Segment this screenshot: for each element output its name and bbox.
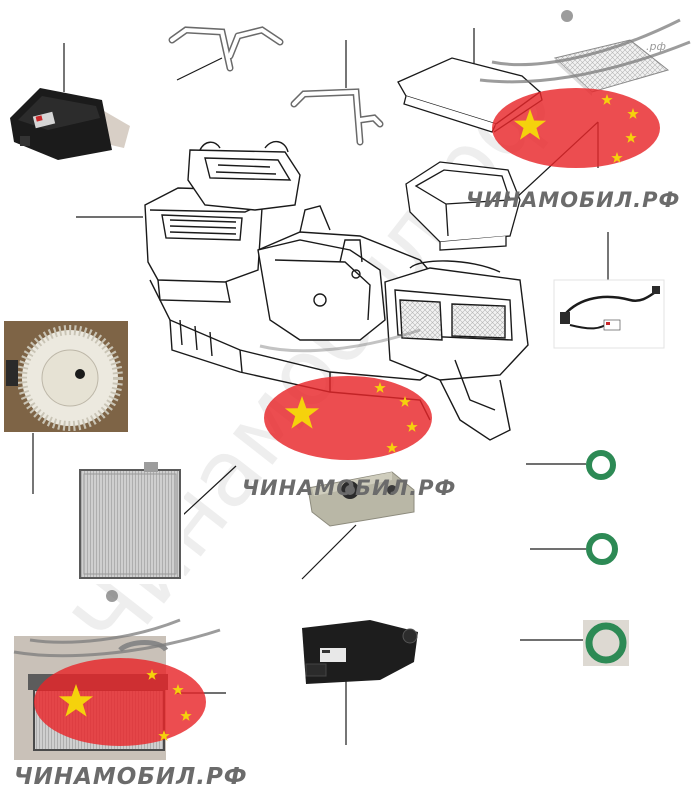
control-module-icon — [10, 88, 130, 160]
filter-housing-icon — [405, 161, 521, 251]
watermark-text: ЧИНАМОБИЛ.РФ — [242, 476, 457, 500]
flag-watermark-bottom — [34, 658, 206, 746]
blower-fan-icon — [4, 321, 128, 432]
sensor-wire-icon — [553, 279, 665, 349]
expansion-valve-icon — [307, 471, 415, 527]
watermark-text: ЧИНАМОБИЛ.РФ — [466, 188, 681, 212]
evaporator-icon — [76, 462, 184, 584]
o-ring-icon — [586, 450, 616, 480]
watermark-logo — [13, 10, 691, 658]
flag-watermark-top — [492, 88, 660, 168]
o-ring-icon — [583, 620, 629, 666]
watermark-rf-text: .рф — [646, 40, 666, 53]
o-ring-icon — [586, 533, 618, 565]
flag-watermark-center — [264, 376, 432, 460]
watermark-text: ЧИНАМОБИЛ.РФ — [14, 764, 248, 790]
actuator-icon — [302, 620, 418, 684]
